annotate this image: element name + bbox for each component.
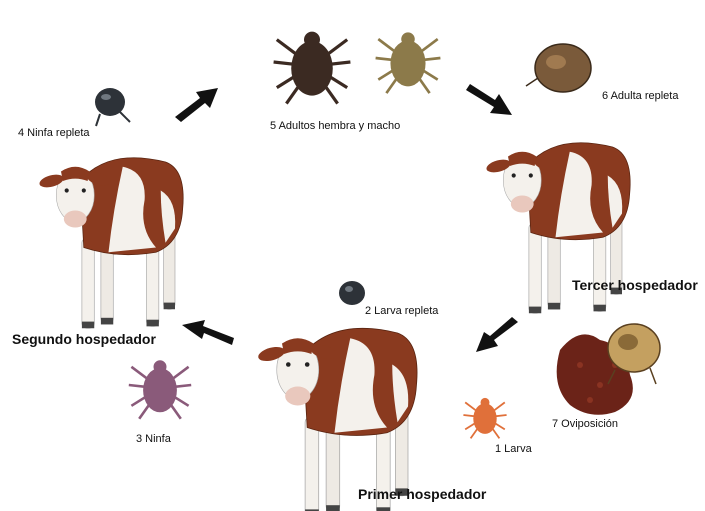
calf-segundo bbox=[38, 158, 183, 329]
label-adult-repleta: 6 Adulta repleta bbox=[602, 90, 678, 102]
nymph-engorged-tick bbox=[95, 88, 130, 126]
adult-female-tick bbox=[274, 32, 351, 104]
label-segundo-hospedador: Segundo hospedador bbox=[12, 331, 156, 347]
arrow-to-primer bbox=[476, 317, 518, 352]
nymph-tick bbox=[129, 360, 191, 419]
larva-tick bbox=[463, 398, 506, 439]
label-oviposicion: 7 Oviposición bbox=[552, 418, 618, 430]
arrow-to-tercer bbox=[466, 84, 512, 115]
label-tercer-hospedador: Tercer hospedador bbox=[572, 277, 698, 293]
label-ninfa-repleta: 4 Ninfa repleta bbox=[18, 127, 90, 139]
label-ninfa: 3 Ninfa bbox=[136, 433, 171, 445]
adult-male-tick bbox=[376, 32, 441, 93]
label-larva-repleta: 2 Larva repleta bbox=[365, 305, 438, 317]
calf-primer bbox=[257, 328, 417, 511]
arrow-to-segundo bbox=[182, 320, 234, 345]
label-primer-hospedador: Primer hospedador bbox=[358, 486, 486, 502]
label-larva: 1 Larva bbox=[495, 443, 532, 455]
adult-engorged-tick bbox=[526, 44, 591, 92]
larva-engorged-tick bbox=[339, 281, 365, 305]
arrow-to-adults bbox=[175, 88, 218, 122]
label-adults: 5 Adultos hembra y macho bbox=[270, 120, 400, 132]
